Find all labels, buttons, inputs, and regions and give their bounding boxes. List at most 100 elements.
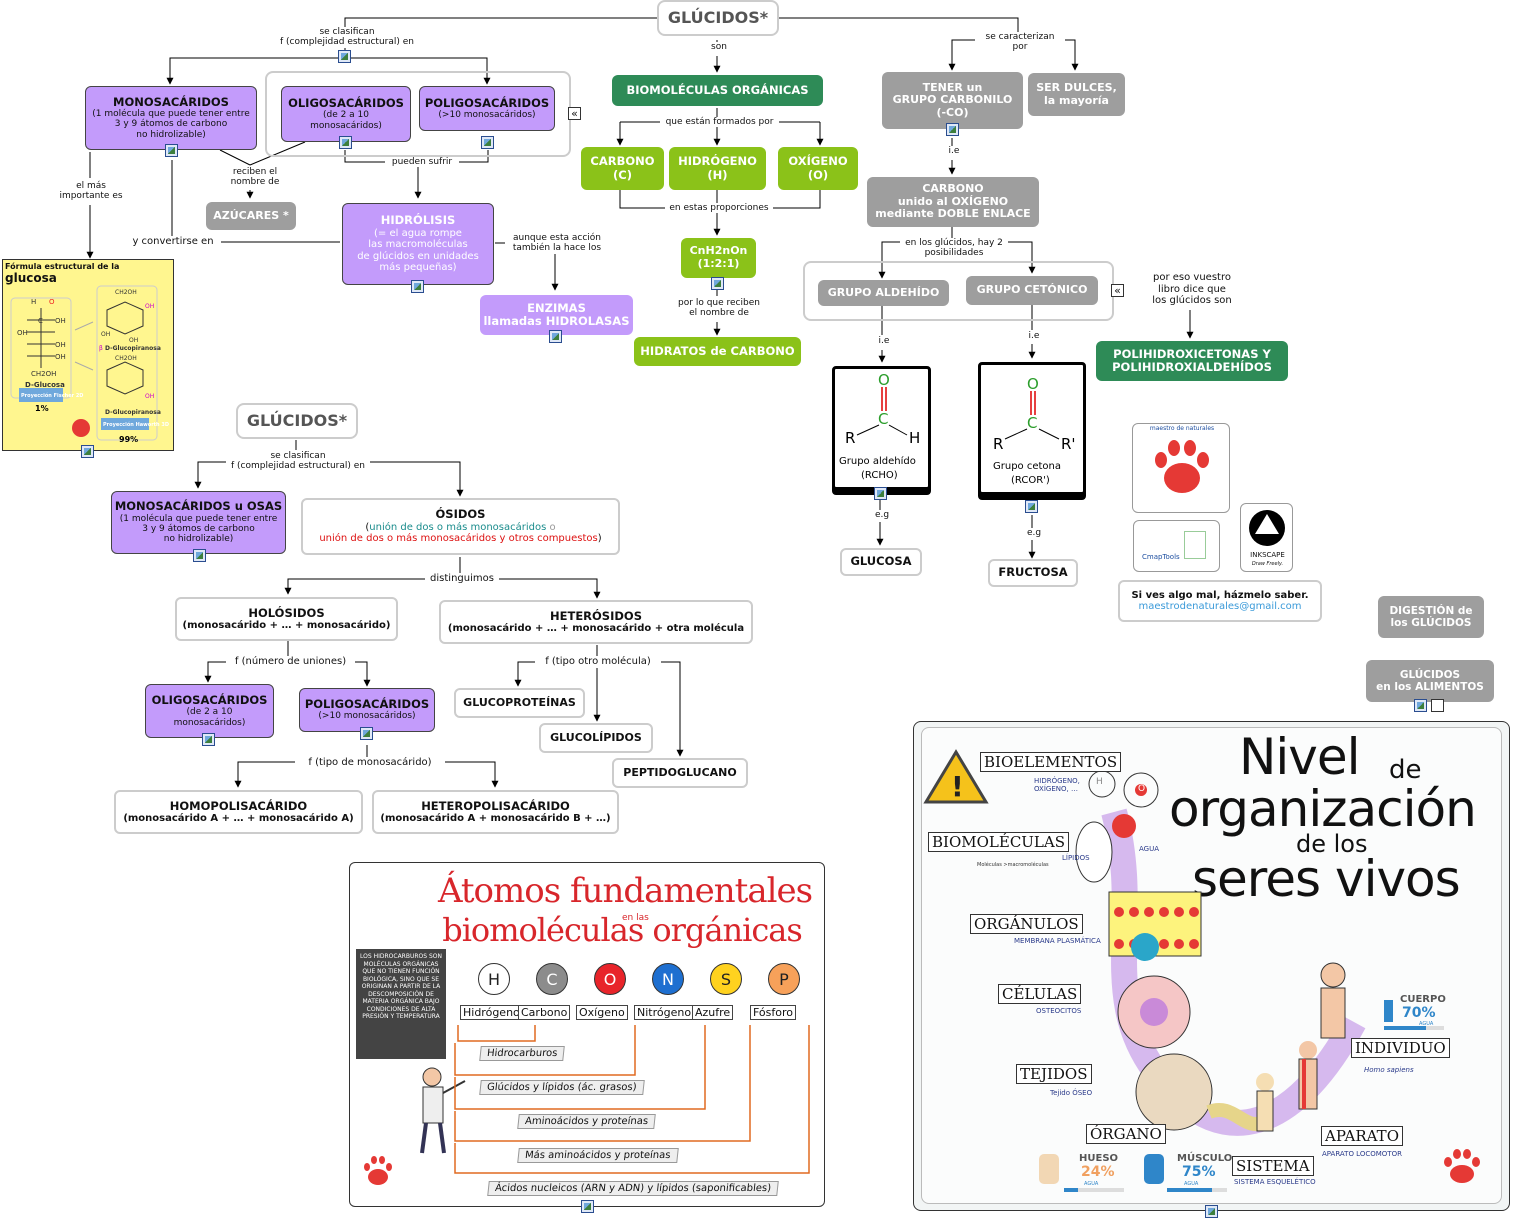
maestro-logo[interactable]: maestro de naturales (1132, 423, 1230, 513)
atomos-resource-icon[interactable] (581, 1200, 594, 1213)
root-glucidos[interactable]: GLÚCIDOS* (657, 0, 779, 36)
oxigeno-node[interactable]: OXÍGENO (O) (778, 147, 858, 190)
homo-desc: (monosacárido A + … + monosacárido A) (123, 812, 354, 824)
glucosa-node[interactable]: GLUCOSA (840, 548, 922, 576)
aldehido-node[interactable]: GRUPO ALDEHÍDO (818, 280, 949, 306)
fructosa-node[interactable]: FRUCTOSA (988, 559, 1078, 587)
contact-email[interactable]: maestrodenaturales@gmail.com (1138, 601, 1302, 612)
hidrolisis-resource-icon[interactable] (411, 280, 424, 293)
link-formados: que están formados por (660, 117, 779, 128)
carbono-doble-node[interactable]: CARBONO unido al OXÍGENO mediante DOBLE … (867, 177, 1039, 227)
root-glucidos-2[interactable]: GLÚCIDOS* (236, 403, 358, 439)
level-3-sub: MEMBRANA PLASMÁTICA (1014, 937, 1101, 945)
nivel-resource-icon[interactable] (1205, 1205, 1218, 1218)
biomol-node[interactable]: BIOMOLÉCULAS ORGÁNICAS (612, 75, 823, 106)
carbonilo-resource-icon[interactable] (946, 123, 959, 136)
glucosa-resource-icon[interactable] (81, 445, 94, 458)
peptidoglucano-node[interactable]: PEPTIDOGLUCANO (612, 758, 748, 788)
holosidos-node[interactable]: HOLÓSIDOS (monosacárido + … + monosacári… (175, 597, 398, 641)
oligo-resource-icon[interactable] (339, 136, 352, 149)
inkscape-logo[interactable]: INKSCAPE Draw Freely. (1240, 503, 1293, 572)
glucoproteinas-node[interactable]: GLUCOPROTEÍNAS (454, 688, 585, 718)
ald-o: O (878, 371, 890, 389)
poli-resource-icon-2[interactable] (360, 727, 373, 740)
atom-circle-h: H (478, 963, 510, 995)
nivel-moleculas: Moléculas >macromoléculas (977, 862, 1049, 868)
cet-r2: R' (1061, 435, 1076, 453)
nivel-card[interactable]: Nivel de organización de los seres vivos… (913, 721, 1510, 1211)
musculo-bar-fill (1167, 1188, 1212, 1192)
mono-osas-resource-icon[interactable] (193, 549, 206, 562)
alimentos-node[interactable]: GLÚCIDOS en los ALIMENTOS (1366, 660, 1494, 702)
mono-osas-node[interactable]: MONOSACÁRIDOS u OSAS (1 molécula que pue… (111, 491, 286, 554)
oligo-node[interactable]: OLIGOSACÁRIDOS (de 2 a 10 monosacáridos) (281, 86, 411, 142)
cetona-resource-icon[interactable] (1025, 500, 1038, 513)
atom-label-p: Fósforo (750, 1005, 797, 1020)
musculo-pct: 75% (1182, 1164, 1216, 1180)
osidos-node[interactable]: ÓSIDOS (unión de dos o más monosacáridos… (301, 498, 620, 555)
musculo-bar (1167, 1188, 1227, 1192)
oligo-node-2[interactable]: OLIGOSACÁRIDOS (de 2 a 10 monosacáridos) (145, 684, 274, 738)
hetero-node[interactable]: HETEROPOLISACÁRIDO (monosacárido A + mon… (372, 790, 619, 834)
nivel-title-2: organización (1169, 780, 1477, 838)
hidrolisis-node[interactable]: HIDRÓLISIS (= el agua rompe las macromol… (342, 203, 494, 285)
aldehido-structure: O C R H Grupo aldehído (RCHO) (839, 371, 920, 481)
fischer-pct: 1% (35, 404, 49, 413)
fischer-name: D-Glucosa (25, 381, 65, 389)
azucares-node[interactable]: AZÚCARES * (206, 202, 296, 230)
cuerpo-bar (1384, 1026, 1444, 1030)
mono-node[interactable]: MONOSACÁRIDOS (1 molécula que puede tene… (85, 86, 257, 150)
row-mas-aminoacidos: Más aminoácidos y proteínas (517, 1148, 679, 1163)
hidrogeno-node[interactable]: HIDRÓGENO (H) (669, 147, 766, 190)
alimentos-doc-icon[interactable] (1431, 699, 1444, 712)
link-caracterizan: se caracterizan por (975, 32, 1065, 53)
poli-resource-icon[interactable] (481, 136, 494, 149)
heterosidos-node[interactable]: HETERÓSIDOS (monosacárido + … + monosacá… (439, 600, 753, 644)
dulces-node[interactable]: SER DULCES, la mayoría (1028, 73, 1125, 116)
glucosa-card[interactable]: Fórmula estructural de la glucosa H O C … (2, 259, 174, 451)
osidos-title: ÓSIDOS (435, 507, 486, 522)
digestion-node[interactable]: DIGESTIÓN de los GLÚCIDOS (1378, 596, 1484, 638)
alpha-oh2: OH (101, 331, 110, 338)
alpha-ch2oh: CH2OH (115, 289, 137, 296)
atomos-card[interactable]: Átomos fundamentales en las biomoléculas… (349, 862, 825, 1207)
aldehido-resource-icon[interactable] (874, 487, 887, 500)
carbono-node[interactable]: CARBONO (C) (581, 147, 664, 190)
poli-node-2[interactable]: POLIGOSACÁRIDOS (>10 monosacáridos) (299, 688, 435, 732)
level-2-sub: LÍPIDOS (1062, 854, 1090, 862)
hueso-name: HUESO (1079, 1153, 1119, 1164)
formula-resource-icon[interactable] (711, 277, 724, 290)
cuerpo-unit: AGUA (1419, 1021, 1434, 1027)
haworth-pct: 99% (119, 435, 138, 444)
atomos-title-small: en las (622, 913, 649, 923)
polihidroxi-node[interactable]: POLIHIDROXICETONAS Y POLIHIDROXIALDEHÍDO… (1096, 341, 1288, 381)
cmaptools-logo[interactable]: CmapTools (1133, 520, 1220, 572)
aldehido-card[interactable]: O C R H Grupo aldehído (RCHO) (832, 366, 931, 490)
poli-node[interactable]: POLIGOSACÁRIDOS (>10 monosacáridos) (419, 86, 555, 131)
enzimas-resource-icon[interactable] (549, 330, 562, 343)
glucolipidos-node[interactable]: GLUCOLÍPIDOS (539, 723, 653, 753)
level-8-label: APARATO (1321, 1126, 1403, 1146)
cetona-card[interactable]: O C R R' Grupo cetona (RCOR') (978, 362, 1086, 495)
hueso-bar (1064, 1188, 1124, 1192)
homo-node[interactable]: HOMOPOLISACÁRIDO (monosacárido A + … + m… (114, 790, 363, 834)
alimentos-image-icon[interactable] (1414, 699, 1427, 712)
hidratos-node[interactable]: HIDRATOS de CARBONO (634, 337, 801, 366)
collapse-icon[interactable]: « (568, 107, 581, 120)
cmaptools-text: CmapTools (1142, 553, 1180, 561)
mono-resource-icon[interactable] (165, 144, 178, 157)
carbonilo-node[interactable]: TENER un GRUPO CARBONILO (-CO) (882, 72, 1023, 129)
nivel-agua: AGUA (1139, 845, 1160, 853)
contact-node[interactable]: Si ves algo mal, házmelo saber. maestrod… (1118, 580, 1322, 622)
cetonico-node[interactable]: GRUPO CETÓNICO (966, 276, 1098, 305)
oligo-resource-icon-2[interactable] (202, 733, 215, 746)
enzimas-node[interactable]: ENZIMAS llamadas HIDROLASAS (480, 295, 633, 335)
mono-title: MONOSACÁRIDOS (113, 94, 229, 109)
collapse-icon-2[interactable]: « (1111, 284, 1124, 297)
concept-link-icon[interactable] (338, 50, 351, 63)
link-aunque: aunque esta acción también la hace los (505, 233, 609, 254)
holosidos-desc: (monosacárido + … + monosacárido) (182, 619, 391, 631)
atom-circle-n: N (652, 963, 684, 995)
osidos-desc-line2: unión de dos o más monosacáridos y otros… (319, 533, 601, 545)
formula-node[interactable]: CnH2nOn (1:2:1) (681, 238, 756, 278)
